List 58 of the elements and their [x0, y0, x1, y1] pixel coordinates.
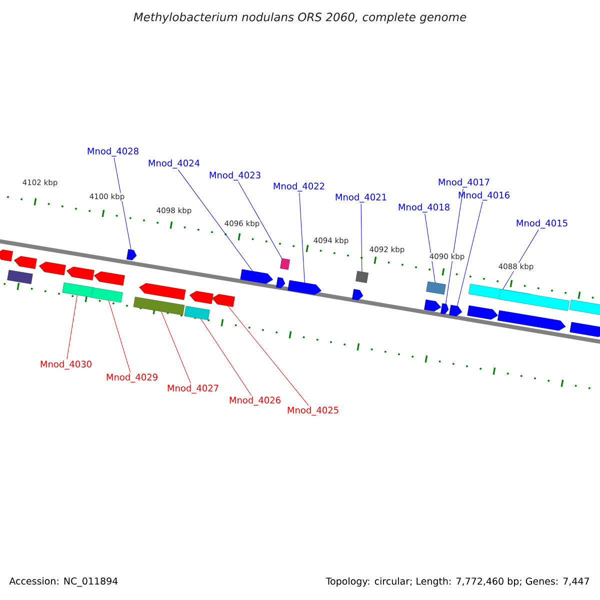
leader-line	[238, 181, 282, 259]
title: Methylobacterium nodulans ORS 2060, complete genome	[134, 12, 466, 24]
gene-box	[426, 281, 446, 295]
gene-box	[184, 306, 210, 320]
gene-label: Mnod_4016	[458, 192, 510, 200]
leader-line	[456, 201, 483, 306]
gene-block	[126, 249, 137, 260]
leader-line	[360, 203, 362, 272]
gene-box	[91, 287, 123, 303]
gene-block	[189, 290, 214, 304]
gene-box	[62, 282, 94, 298]
gene-box	[7, 270, 33, 284]
gene-label: Mnod_4024	[148, 160, 200, 168]
gene-label: Mnod_4030	[40, 360, 92, 370]
gene-box	[280, 258, 290, 270]
leader-line	[502, 229, 539, 290]
gene-block	[94, 271, 125, 286]
gene-block	[66, 266, 94, 280]
gene-block	[467, 305, 498, 320]
gene-block	[449, 304, 462, 316]
gene-label: Mnod_4022	[274, 182, 324, 192]
gene-block	[212, 294, 235, 307]
leader-line	[299, 192, 305, 284]
leader-line	[66, 294, 78, 360]
gene-label: Mnod_4027	[168, 384, 218, 394]
gene-block	[14, 256, 37, 269]
gene-block	[288, 280, 322, 295]
leader-line	[228, 306, 309, 406]
info-text: Topology: circular; Length: 7,772,460 bp; Genes: 7,447	[326, 577, 589, 587]
leader-line	[108, 300, 131, 373]
gene-block	[276, 277, 286, 288]
gene-block	[139, 283, 186, 300]
gene-label: Mnod_4028	[88, 148, 138, 156]
gene-block	[570, 322, 600, 338]
gene-box	[356, 270, 368, 284]
gene-block	[240, 269, 273, 284]
gene-label: Mnod_4029	[106, 374, 158, 382]
gene-label: Mnod_4026	[230, 396, 280, 406]
gene-label: Mnod_4015	[516, 220, 568, 228]
gene-block	[38, 262, 66, 276]
gene-label: Mnod_4018	[398, 204, 450, 212]
gene-box	[133, 296, 185, 316]
leader-line	[160, 311, 191, 384]
gene-block	[497, 310, 566, 331]
info-text: Accession: NC_011894	[9, 577, 118, 587]
gene-block	[352, 289, 364, 300]
gene-block	[440, 303, 449, 314]
gene-block	[0, 250, 13, 262]
gene-label: Mnod_4025	[288, 406, 338, 416]
gene-box	[569, 300, 600, 316]
leader-line	[200, 318, 252, 396]
leader-line	[178, 169, 253, 272]
leader-line	[114, 157, 132, 250]
gene-label: Mnod_4017	[438, 178, 490, 188]
gene-label: Mnod_4021	[336, 194, 386, 202]
leader-line	[424, 213, 436, 284]
gene-label: Mnod_4023	[210, 172, 260, 180]
leader-line	[446, 188, 464, 304]
